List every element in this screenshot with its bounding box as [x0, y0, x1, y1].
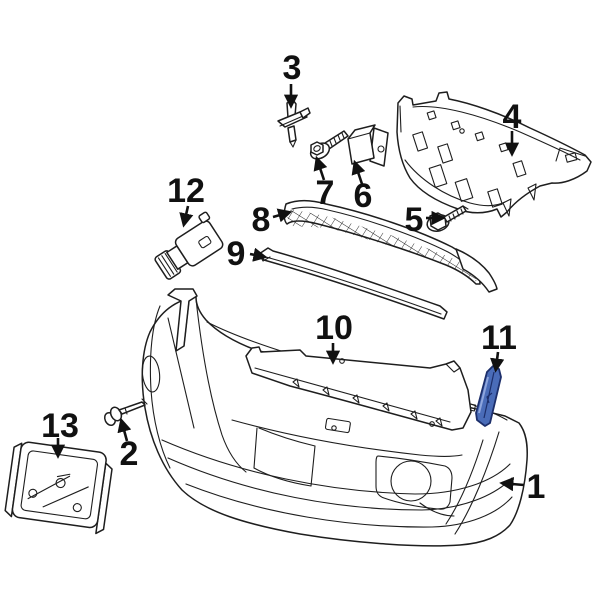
highlight-detail-lines	[483, 371, 495, 419]
callout-label-7[interactable]: 7	[316, 174, 335, 212]
callout-8[interactable]: 8	[252, 201, 293, 239]
callout-3[interactable]: 3	[283, 49, 302, 109]
callout-label-9[interactable]: 9	[227, 235, 246, 273]
callout-label-4[interactable]: 4	[503, 98, 522, 136]
callout-1[interactable]: 1	[499, 468, 546, 506]
callout-arrow-7	[313, 155, 328, 181]
part-drawing-hex-bolt	[426, 205, 469, 232]
callout-6[interactable]: 6	[351, 159, 373, 215]
callout-4[interactable]: 4	[503, 98, 522, 157]
callout-label-8[interactable]: 8	[252, 201, 271, 239]
callout-label-5[interactable]: 5	[405, 201, 424, 239]
callout-label-12[interactable]: 12	[167, 172, 205, 210]
callout-label-6[interactable]: 6	[354, 177, 373, 215]
callout-label-1[interactable]: 1	[527, 468, 546, 506]
callout-13[interactable]: 13	[41, 407, 79, 459]
part-drawing-molding-strip	[258, 247, 448, 320]
callout-arrow-6	[351, 159, 366, 185]
part-drawing-header-mounting-panel	[396, 91, 592, 218]
callout-5[interactable]: 5	[405, 201, 446, 239]
callout-arrow-8	[272, 208, 293, 223]
part-drawing-bracket-box	[347, 124, 389, 167]
callout-label-10[interactable]: 10	[315, 309, 353, 347]
callout-12[interactable]: 12	[167, 172, 205, 228]
callout-7[interactable]: 7	[313, 155, 335, 212]
callout-arrow-2	[117, 417, 132, 442]
callout-arrow-12	[179, 205, 194, 228]
part-drawing-mounting-bracket	[154, 211, 224, 280]
callout-arrow-1	[499, 476, 525, 492]
callout-arrow-9	[249, 247, 268, 262]
callout-label-11[interactable]: 11	[481, 319, 517, 357]
callout-label-3[interactable]: 3	[283, 49, 302, 87]
callout-label-13[interactable]: 13	[41, 407, 79, 445]
part-drawing-push-pin-rivet	[103, 398, 148, 427]
callout-9[interactable]: 9	[227, 235, 268, 273]
callout-11[interactable]: 11	[481, 319, 517, 373]
part-drawing-license-plate-bracket	[4, 441, 113, 535]
part-drawing-hex-bolt-washer	[309, 130, 349, 160]
part-drawing-bumper-upper-support	[245, 346, 472, 431]
part-drawing-retainer-clip	[277, 99, 311, 148]
callout-2[interactable]: 2	[117, 417, 139, 473]
highlight-facet-line	[478, 376, 489, 414]
callout-arrow-11	[490, 351, 505, 373]
callout-label-2[interactable]: 2	[120, 435, 139, 473]
callout-10[interactable]: 10	[315, 309, 353, 365]
